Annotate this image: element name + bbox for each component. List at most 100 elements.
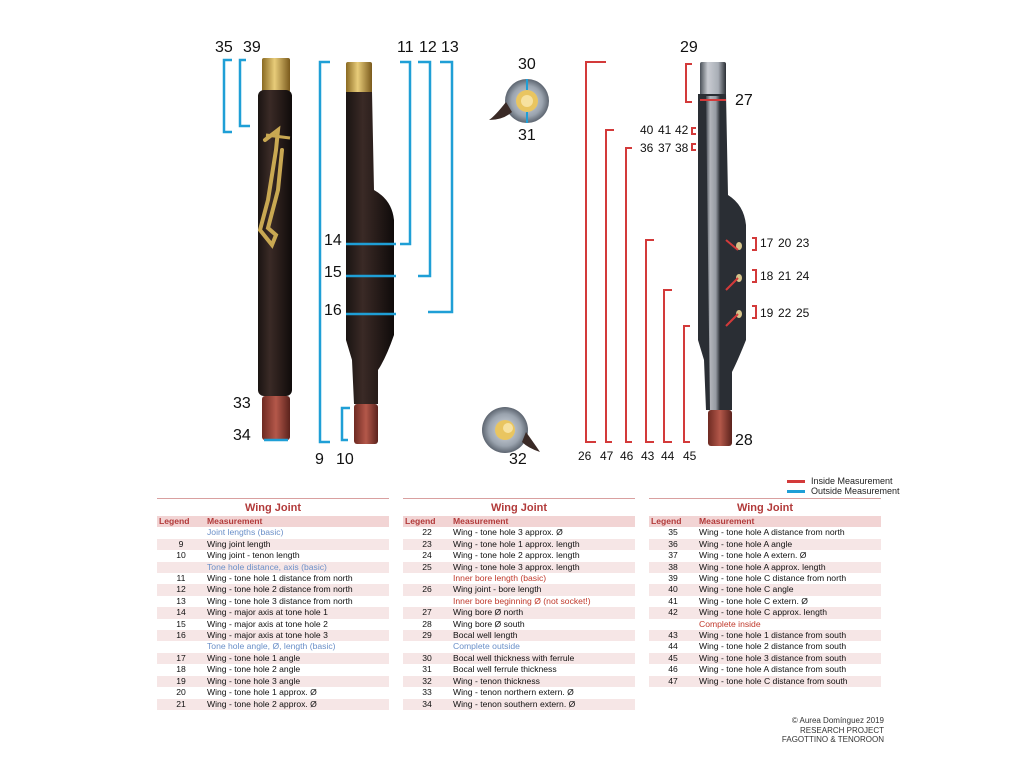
measurement-label: Wing - tone hole C distance from north bbox=[699, 573, 847, 584]
measurement-label: Wing - major axis at tone hole 1 bbox=[205, 607, 389, 619]
col-legend: Legend bbox=[403, 516, 451, 528]
credit-line-2: RESEARCH PROJECT bbox=[799, 725, 884, 735]
wing-joint-inside-view bbox=[698, 62, 746, 446]
measurement-label: Wing joint length bbox=[205, 538, 389, 551]
legend-number: 27 bbox=[403, 607, 451, 619]
legend-number: 13 bbox=[176, 595, 186, 606]
table-row: Inner bore length (basic) bbox=[403, 573, 635, 584]
callout-25: 25 bbox=[796, 306, 810, 320]
callout-41: 41 bbox=[658, 123, 672, 137]
legend-number: 14 bbox=[157, 607, 205, 619]
diagram-graphics bbox=[222, 58, 757, 453]
table-row: 10 Wing joint - tenon length bbox=[157, 550, 389, 561]
legend-number: 41 bbox=[668, 595, 678, 606]
measurement-label: Wing - tone hole 1 angle bbox=[205, 652, 389, 665]
category-label: Inner bore beginning Ø (not socket!) bbox=[453, 595, 591, 606]
callout-19: 19 bbox=[760, 306, 774, 320]
measurement-label: Wing - tone hole 1 distance from north bbox=[207, 573, 353, 584]
legend-number: 20 bbox=[176, 687, 186, 698]
legend-number: 10 bbox=[176, 550, 186, 561]
callout-16: 16 bbox=[324, 302, 342, 319]
credit-line-3: FAGOTTINO & TENOROON bbox=[781, 735, 884, 744]
callout-47: 47 bbox=[600, 449, 614, 463]
callout-21: 21 bbox=[778, 269, 792, 283]
legend-outside: Outside Measurement bbox=[787, 486, 900, 496]
table-title: Wing Joint bbox=[649, 498, 881, 516]
table-row: Tone hole distance, axis (basic) bbox=[157, 561, 389, 574]
legend-number: 19 bbox=[157, 675, 205, 688]
col-legend: Legend bbox=[157, 516, 205, 528]
tenon-end-view bbox=[482, 407, 540, 453]
measurement-label: Wing - tone hole 1 distance from south bbox=[697, 630, 881, 642]
measurement-label: Wing - tone hole A angle bbox=[697, 538, 881, 551]
legend-number: 45 bbox=[649, 652, 697, 665]
legend-number: 28 bbox=[422, 618, 432, 629]
measurement-label: Wing joint - bore length bbox=[451, 584, 635, 596]
measurement-label: Wing - tone hole 2 approx. length bbox=[453, 550, 580, 561]
callout-33: 33 bbox=[233, 395, 251, 412]
measurement-label: Wing joint - tenon length bbox=[207, 550, 300, 561]
inside-measurement-brackets bbox=[585, 61, 757, 443]
table-row: Inner bore beginning Ø (not socket!) bbox=[403, 596, 635, 607]
category-label: Joint lengths (basic) bbox=[207, 527, 284, 538]
legend-number: 25 bbox=[403, 561, 451, 574]
measurement-label: Wing - tone hole 3 angle bbox=[205, 675, 389, 688]
measurement-label: Wing bore Ø north bbox=[451, 607, 635, 619]
measurement-label: Wing - tone hole A extern. Ø bbox=[699, 550, 807, 561]
measurement-label: Wing - tone hole 2 approx. Ø bbox=[205, 698, 389, 710]
legend-number bbox=[403, 573, 451, 584]
legend-number: 36 bbox=[649, 538, 697, 551]
callout-10: 10 bbox=[336, 451, 354, 468]
legend-number: 43 bbox=[649, 630, 697, 642]
measurement-label: Wing - major axis at tone hole 3 bbox=[205, 630, 389, 642]
callout-40: 40 bbox=[640, 123, 654, 137]
table-row: Joint lengths (basic) bbox=[157, 527, 389, 538]
col-measurement: Measurement bbox=[205, 516, 389, 528]
outside-measurement-brackets bbox=[222, 58, 454, 444]
callout-36: 36 bbox=[640, 141, 654, 155]
callout-38: 38 bbox=[675, 141, 689, 155]
legend-number: 21 bbox=[157, 698, 205, 710]
legend-number bbox=[403, 596, 451, 607]
measurement-label: Wing - tone hole C distance from south bbox=[697, 675, 881, 688]
measurement-label: Wing - tone hole A distance from south bbox=[699, 664, 847, 675]
measurement-label: Wing - tone hole A distance from north bbox=[699, 527, 845, 538]
legend-number: 47 bbox=[649, 675, 697, 688]
legend-number: 32 bbox=[403, 675, 451, 688]
table-row: Complete outside bbox=[403, 641, 635, 652]
callout-30: 30 bbox=[518, 56, 536, 73]
callout-46: 46 bbox=[620, 449, 634, 463]
table-row: Complete inside bbox=[649, 619, 881, 630]
legend-number bbox=[157, 527, 205, 538]
legend-number: 30 bbox=[403, 652, 451, 665]
legend-number bbox=[403, 641, 451, 652]
legend-number bbox=[157, 641, 205, 652]
measurement-label: Wing - tone hole 3 approx. length bbox=[451, 561, 635, 574]
legend-number bbox=[649, 619, 697, 630]
callout-34: 34 bbox=[233, 427, 251, 444]
legend-table-1: Wing Joint Legend Measurement Joint leng… bbox=[157, 498, 389, 710]
col-legend: Legend bbox=[649, 516, 697, 528]
callout-45: 45 bbox=[683, 449, 697, 463]
measurement-label: Wing - tenon southern extern. Ø bbox=[451, 698, 635, 710]
